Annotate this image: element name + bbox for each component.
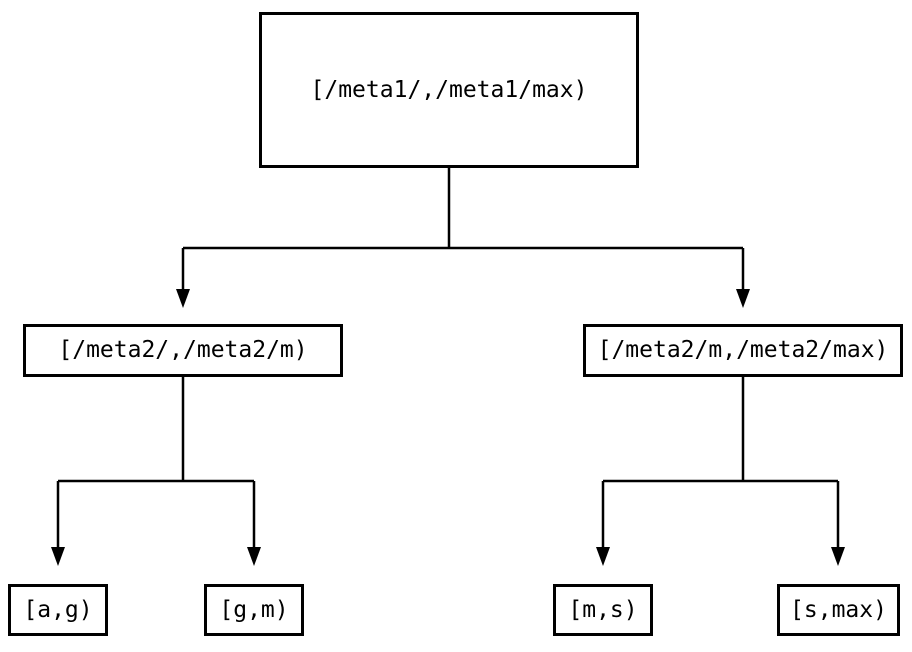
node-leaf-a-g: [a,g) <box>8 584 108 636</box>
node-level1-left: [/meta2/,/meta2/m) <box>23 324 343 377</box>
arrow-down-icon <box>831 547 845 566</box>
arrow-down-icon <box>247 547 261 566</box>
node-root: [/meta1/,/meta1/max) <box>259 12 639 168</box>
arrow-down-icon <box>51 547 65 566</box>
node-leaf-m-s: [m,s) <box>553 584 653 636</box>
node-leaf-g-m: [g,m) <box>204 584 304 636</box>
node-level1-right: [/meta2/m,/meta2/max) <box>583 324 903 377</box>
arrow-down-icon <box>596 547 610 566</box>
arrow-down-icon <box>176 289 190 308</box>
node-leaf-s-max: [s,max) <box>777 584 900 636</box>
arrow-down-icon <box>736 289 750 308</box>
